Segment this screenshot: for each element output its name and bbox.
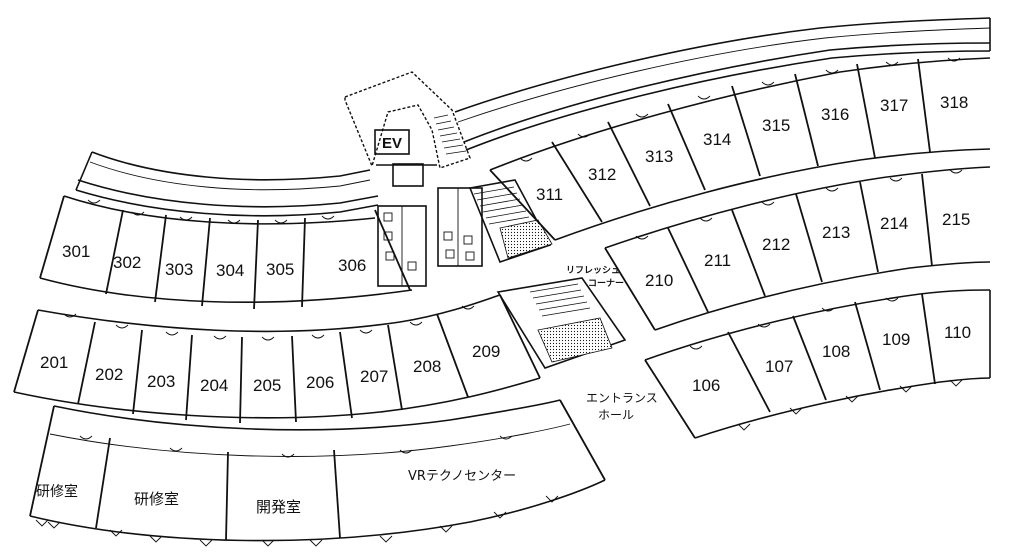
training-room-1-label: 研修室 [36,483,78,500]
room-206: 206 [306,373,334,392]
central-core [344,71,483,287]
room-204: 204 [200,376,228,395]
room-band-301-306 [39,195,413,310]
stairwell-upper [468,179,553,264]
window-markers [35,379,963,547]
room-318: 318 [940,93,968,112]
room-210: 210 [645,271,673,290]
door-markers [63,57,963,458]
room-211: 211 [704,251,731,270]
room-107: 107 [765,357,793,376]
room-315: 315 [762,116,790,135]
room-213: 213 [822,223,850,242]
room-303: 303 [165,260,193,279]
dev-room-label: 開発室 [256,498,301,516]
room-301: 301 [62,242,90,261]
room-108: 108 [822,342,850,361]
lower-left-wing [29,399,606,542]
room-band-106-110 [644,289,991,439]
room-313: 313 [645,147,673,166]
room-203: 203 [147,372,175,391]
room-110: 110 [944,323,971,342]
room-109: 109 [882,330,910,349]
room-band-311-318 [489,57,991,241]
room-202: 202 [95,365,123,384]
room-209: 209 [472,342,500,361]
elevator-label: EV [382,135,402,152]
room-201: 201 [40,353,68,372]
upper-right-corridor [454,17,991,151]
refresh-corner-label-line1: リフレッシュ [566,265,620,276]
room-band-210-215 [604,166,991,331]
room-311: 311 [536,185,563,204]
room-314: 314 [703,130,731,149]
stairwell-lower [496,277,627,369]
room-205: 205 [253,376,281,395]
room-band-201-209 [13,294,541,424]
room-207: 207 [360,367,388,386]
room-306: 306 [338,256,366,275]
entrance-hall-label-line1: エントランス [586,391,658,405]
entrance-hall-label-line2: ホール [598,408,634,422]
room-208: 208 [413,357,441,376]
room-312: 312 [588,165,616,184]
room-317: 317 [880,96,908,115]
upper-left-corridor [75,151,379,217]
room-304: 304 [216,261,244,280]
vr-center-label: VRテクノセンター [408,469,516,484]
room-106: 106 [692,376,720,395]
training-room-2-label: 研修室 [134,490,179,508]
room-316: 316 [821,105,849,124]
refresh-corner-label-line2: コーナー [588,278,624,289]
room-305: 305 [266,260,294,279]
room-214: 214 [880,214,908,233]
room-215: 215 [942,210,970,229]
room-302: 302 [113,253,141,272]
room-212: 212 [762,235,790,254]
